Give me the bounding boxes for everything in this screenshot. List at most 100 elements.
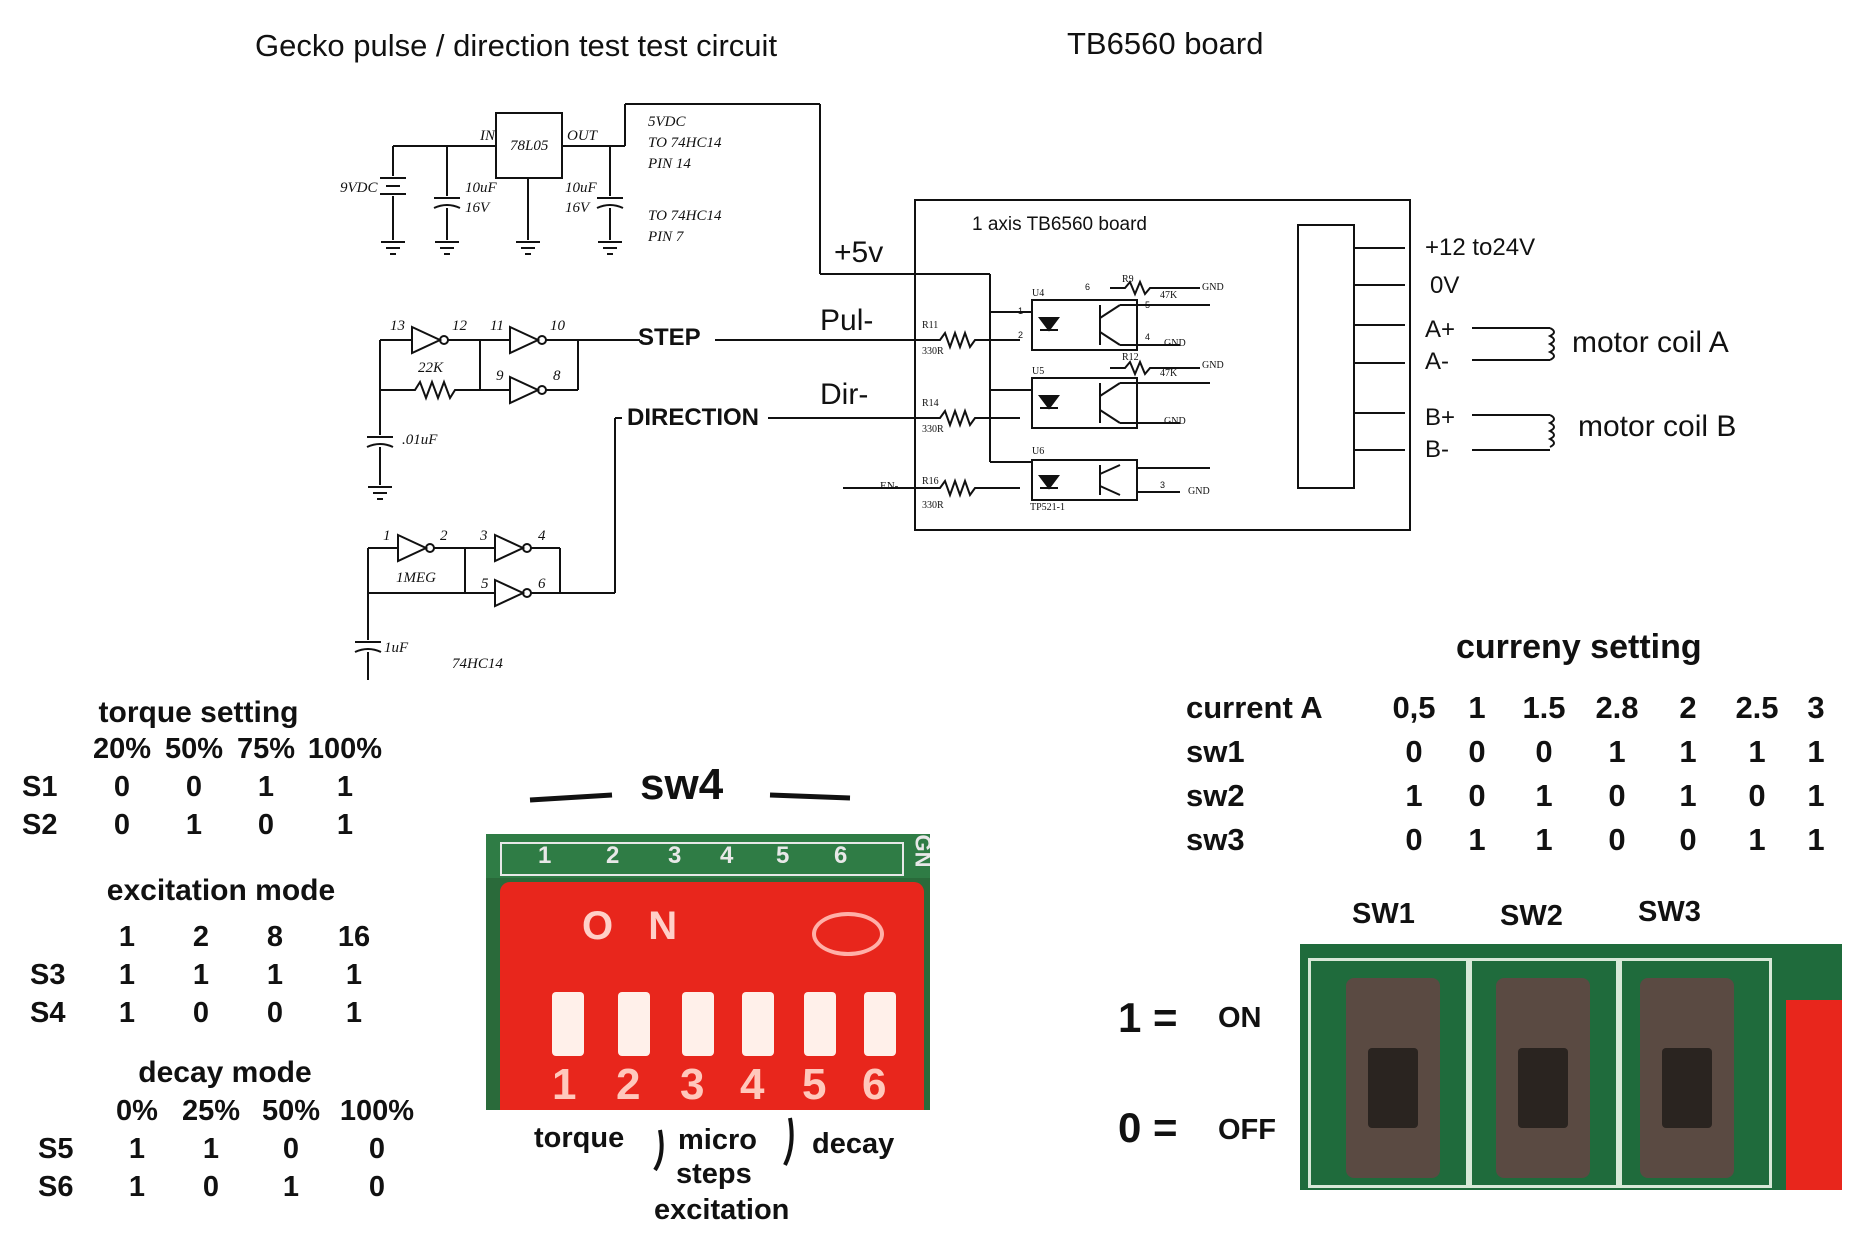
cap-in-value: 10uF: [465, 180, 497, 196]
table-cell: 0: [368, 1170, 386, 1203]
table-cell: 1: [128, 1170, 146, 1203]
row-label: S6: [38, 1170, 74, 1203]
coil-a: [1547, 327, 1555, 361]
switch-frame-3: [1616, 958, 1772, 1188]
opto-u5: U5: [1032, 366, 1045, 377]
table-cell: 0: [202, 1170, 220, 1203]
dip-on-label: O N: [582, 904, 690, 948]
a-minus-label: A-: [1425, 348, 1449, 375]
dip-toggle-5: [804, 992, 836, 1056]
table-cell: 1: [1535, 778, 1553, 813]
pin-8: 8: [553, 368, 561, 384]
sw2-label: SW2: [1500, 900, 1563, 932]
table-cell: 0: [1468, 734, 1486, 769]
dip-logo: [812, 912, 884, 956]
sw4-title: sw4: [640, 760, 724, 809]
resistor-r11-value: 330R: [922, 346, 944, 357]
sw1-label: SW1: [1352, 898, 1415, 930]
torque-title: torque setting: [98, 696, 299, 729]
resistor-r14-value: 330R: [922, 424, 944, 435]
current-title: curreny setting: [1456, 628, 1702, 666]
table-cell: 0: [1405, 734, 1423, 769]
pin-1: 1: [383, 528, 391, 544]
group-excitation: excitation: [654, 1194, 790, 1226]
output-connector: [1297, 224, 1355, 489]
row-label: S3: [30, 958, 66, 991]
pcb-silkscreen: [500, 842, 904, 876]
row-label: S1: [22, 770, 58, 803]
table-cell: 0: [257, 808, 275, 841]
pin7-line2: PIN 7: [648, 229, 684, 245]
table-cell: 1: [1807, 822, 1825, 857]
decay-header: 50%: [261, 1094, 321, 1127]
pin-11: 11: [490, 318, 504, 334]
resistor-r14: R14: [922, 398, 939, 409]
table-cell: 1: [282, 1170, 300, 1203]
excitation-header: 8: [266, 920, 284, 953]
opto-pin-6: 6: [1085, 282, 1091, 292]
resistor-1meg: 1MEG: [396, 570, 436, 586]
cap-01uf: .01uF: [402, 432, 438, 448]
table-cell: 1: [1679, 734, 1697, 769]
dip-toggle-6: [864, 992, 896, 1056]
resistor-r16: R16: [922, 476, 939, 487]
dip-toggle-4: [742, 992, 774, 1056]
resistor-22k: 22K: [418, 360, 444, 376]
dip-number-1: 1: [552, 1060, 577, 1109]
table-cell: 1: [128, 1132, 146, 1165]
zero-equals: 0 =: [1118, 1104, 1178, 1151]
row-label: sw3: [1186, 822, 1245, 857]
pin-5: 5: [481, 576, 489, 592]
row-label: S4: [30, 996, 66, 1029]
current-header: 2.8: [1595, 690, 1639, 725]
table-cell: 0: [266, 996, 284, 1029]
coil-a-label: motor coil A: [1572, 326, 1729, 359]
optocoupler-u6: [1031, 459, 1210, 501]
opto-pin-1: 1: [1018, 306, 1024, 316]
table-cell: 1: [118, 996, 136, 1029]
pin-2: 2: [440, 528, 448, 544]
table-cell: 1: [1807, 778, 1825, 813]
table-cell: 0: [1535, 734, 1553, 769]
opto-pin-5: 5: [1145, 300, 1151, 310]
torque-header: 20%: [92, 732, 152, 765]
pin14-line3: PIN 14: [648, 156, 691, 172]
pcb-side-label: GN: [910, 834, 931, 868]
row-label: sw1: [1186, 734, 1245, 769]
table-row: S6 1 0 1 0: [38, 1168, 420, 1206]
dir-label: Dir-: [820, 378, 869, 411]
slide-switch-3: [1640, 978, 1734, 1178]
cap-out-value: 10uF: [565, 180, 597, 196]
table-cell: 1: [118, 958, 136, 991]
table-cell: 0: [1405, 822, 1423, 857]
power-zero-label: 0V: [1430, 272, 1460, 299]
torque-header: 50%: [164, 732, 224, 765]
pcb-number-3: 3: [668, 842, 682, 869]
b-plus-label: B+: [1425, 404, 1456, 431]
table-cell: 0: [1748, 778, 1766, 813]
table-cell: 1: [1608, 734, 1626, 769]
inverter-11: [509, 325, 541, 355]
table-cell: 1: [1468, 822, 1486, 857]
supply-label: 9VDC: [340, 180, 378, 196]
dip-number-2: 2: [616, 1060, 641, 1109]
excitation-title: excitation mode: [106, 874, 336, 907]
tb6560-board-outline: [914, 199, 1411, 531]
current-switch-photo: [1300, 944, 1842, 1190]
pullup-r9: R9: [1122, 274, 1134, 285]
opto-pin-2: 2: [1018, 330, 1024, 340]
optocoupler-u5: [1031, 377, 1165, 429]
pcb-number-6: 6: [834, 842, 848, 869]
adjacent-dip-edge: [1786, 1000, 1842, 1190]
slide-switch-1: [1346, 978, 1440, 1178]
excitation-header: 2: [192, 920, 210, 953]
pin14-line2: TO 74HC14: [648, 135, 722, 151]
pin-10: 10: [550, 318, 565, 334]
inverter-5: [494, 578, 526, 608]
table-cell: 0: [113, 770, 131, 803]
